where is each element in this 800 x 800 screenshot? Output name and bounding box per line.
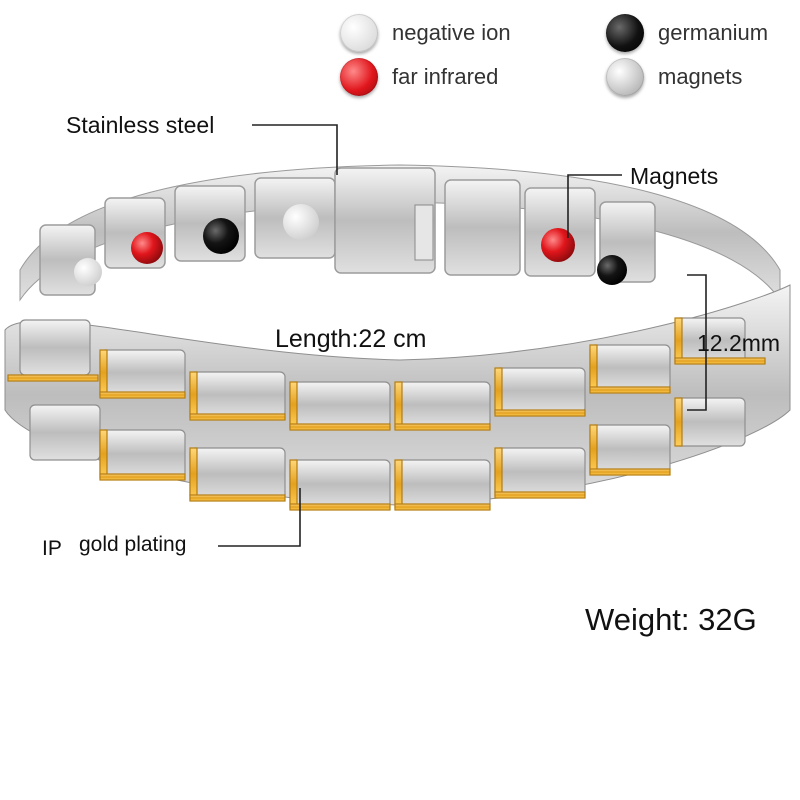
legend-label: germanium bbox=[658, 20, 769, 45]
legend-item-magnets: magnets bbox=[606, 58, 742, 96]
gold-plating-label: gold plating bbox=[79, 533, 187, 556]
silver-ball-icon bbox=[606, 58, 644, 96]
weight-label: Weight: 32G bbox=[585, 602, 757, 637]
white-ball-icon bbox=[340, 14, 378, 52]
legend-item-far-infrared: far infrared bbox=[340, 58, 498, 96]
ip-label: IP bbox=[42, 537, 62, 560]
legend-item-germanium: germanium bbox=[606, 14, 768, 52]
red-ball-icon bbox=[340, 58, 378, 96]
width-label: 12.2mm bbox=[697, 330, 781, 356]
magnets-label: Magnets bbox=[630, 163, 719, 189]
stainless-steel-label: Stainless steel bbox=[66, 112, 215, 138]
length-label: Length:22 cm bbox=[275, 325, 427, 353]
black-ball-icon bbox=[606, 14, 644, 52]
legend-label: negative ion bbox=[392, 20, 511, 45]
legend-label: magnets bbox=[658, 64, 743, 89]
legend-item-negative-ion: negative ion bbox=[340, 14, 511, 52]
legend-label: far infrared bbox=[392, 64, 499, 89]
